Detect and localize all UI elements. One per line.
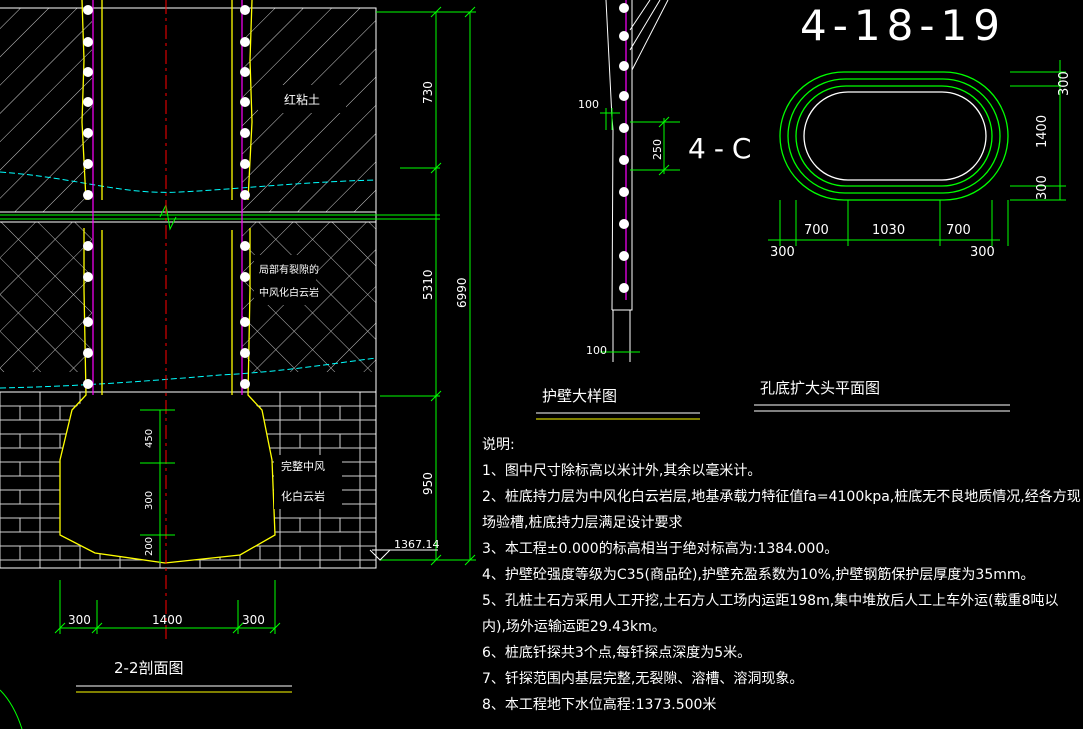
break-mark: [159, 203, 177, 231]
wall-detail: 100 250 100 4-C 护壁大样图: [536, 0, 759, 420]
note-item-5: 5、孔桩土石方采用人工开挖,土石方人工场内运距198m,集中堆放后人工上车外运(…: [482, 593, 1059, 635]
plan-dim-1400: 1400: [1035, 115, 1050, 148]
dim-bottom-300-right: 300: [242, 613, 265, 627]
section-title: 2-2剖面图: [114, 659, 184, 677]
plan-dim-300-bottom: 300: [1035, 175, 1050, 200]
dim-5310: 5310: [421, 269, 435, 300]
section-dims-inner: [140, 409, 175, 563]
detail-section-mark: 4-C: [688, 132, 759, 165]
dim-6990: 6990: [455, 277, 469, 308]
note-item-8: 8、本工程地下水位高程:1373.500米: [482, 697, 717, 713]
retaining-wall-right: [164, 0, 276, 564]
detail-dim-100-top: 100: [578, 98, 599, 111]
rebar-dots: [83, 5, 250, 389]
dim-bottom-1400: 1400: [152, 613, 183, 627]
plan-label-top: 4-18-19: [800, 1, 1006, 50]
plan-dim-300-top: 300: [1057, 71, 1072, 96]
note-item-4: 4、护壁砼强度等级为C35(商品砼),护壁充盈系数为10%,护壁钢筋保护层厚度为…: [482, 567, 1035, 583]
plan-dim-700-right: 700: [946, 223, 971, 238]
plan-dim-300-right: 300: [970, 245, 995, 260]
label-intact-2: 化白云岩: [281, 489, 325, 503]
section-outline: [0, 7, 377, 569]
plan-dim-300-left: 300: [770, 245, 795, 260]
plan-dim-1030: 1030: [872, 223, 905, 238]
detail-dim-100-bottom: 100: [586, 344, 607, 357]
dim-bottom-300-left: 300: [68, 613, 91, 627]
water-line-lower: [0, 357, 377, 389]
section-2-2: 红粘土 局部有裂隙的 中风化白云岩 完整中风 化白云岩 730 5310 699…: [0, 0, 476, 729]
label-red-clay: 红粘土: [284, 92, 320, 107]
label-fissured-2: 中风化白云岩: [259, 286, 319, 299]
detail-rebar-dots: [619, 3, 629, 293]
section-dims-right: [376, 6, 476, 566]
note-item-6: 6、桩底钎探共3个点,每钎探点深度为5米。: [482, 645, 752, 661]
notes-heading: 说明:: [482, 437, 515, 453]
note-item-3: 3、本工程±0.000的标高相当于绝对标高为:1384.000。: [482, 541, 839, 557]
dim-200: 200: [144, 537, 155, 556]
dim-450: 450: [144, 429, 155, 448]
section-dims-bottom: [54, 580, 281, 634]
elevation-value: 1367.14: [394, 538, 440, 551]
detail-dim-250: 250: [651, 139, 664, 160]
note-item-7: 7、钎探范围内基层完整,无裂隙、溶槽、溶洞现象。: [482, 671, 804, 687]
design-notes: 说明: 1、图中尺寸除标高以米计外,其余以毫米计。 2、桩底持力层为中风化白云岩…: [482, 432, 1082, 718]
plan-title: 孔底扩大头平面图: [760, 379, 880, 397]
dim-730: 730: [421, 81, 435, 104]
plan-ovals: [779, 71, 1009, 201]
note-item-2: 2、桩底持力层为中风化白云岩层,地基承载力特征值fa=4100kpa,桩底无不良…: [482, 489, 1081, 531]
plan-dim-700-left: 700: [804, 223, 829, 238]
label-fissured-1: 局部有裂隙的: [259, 263, 319, 276]
label-intact-1: 完整中风: [281, 459, 325, 473]
dim-300-inner: 300: [144, 491, 155, 510]
elevation-mark: [369, 549, 438, 561]
pile-bore-interior: [60, 0, 275, 563]
dim-950: 950: [421, 472, 435, 495]
detail-title: 护壁大样图: [542, 387, 617, 405]
plan-view: 4-18-19 700 1030 700 300 300 300 1400: [754, 1, 1072, 412]
note-item-1: 1、图中尺寸除标高以米计外,其余以毫米计。: [482, 463, 762, 479]
water-line-upper: [0, 171, 377, 193]
